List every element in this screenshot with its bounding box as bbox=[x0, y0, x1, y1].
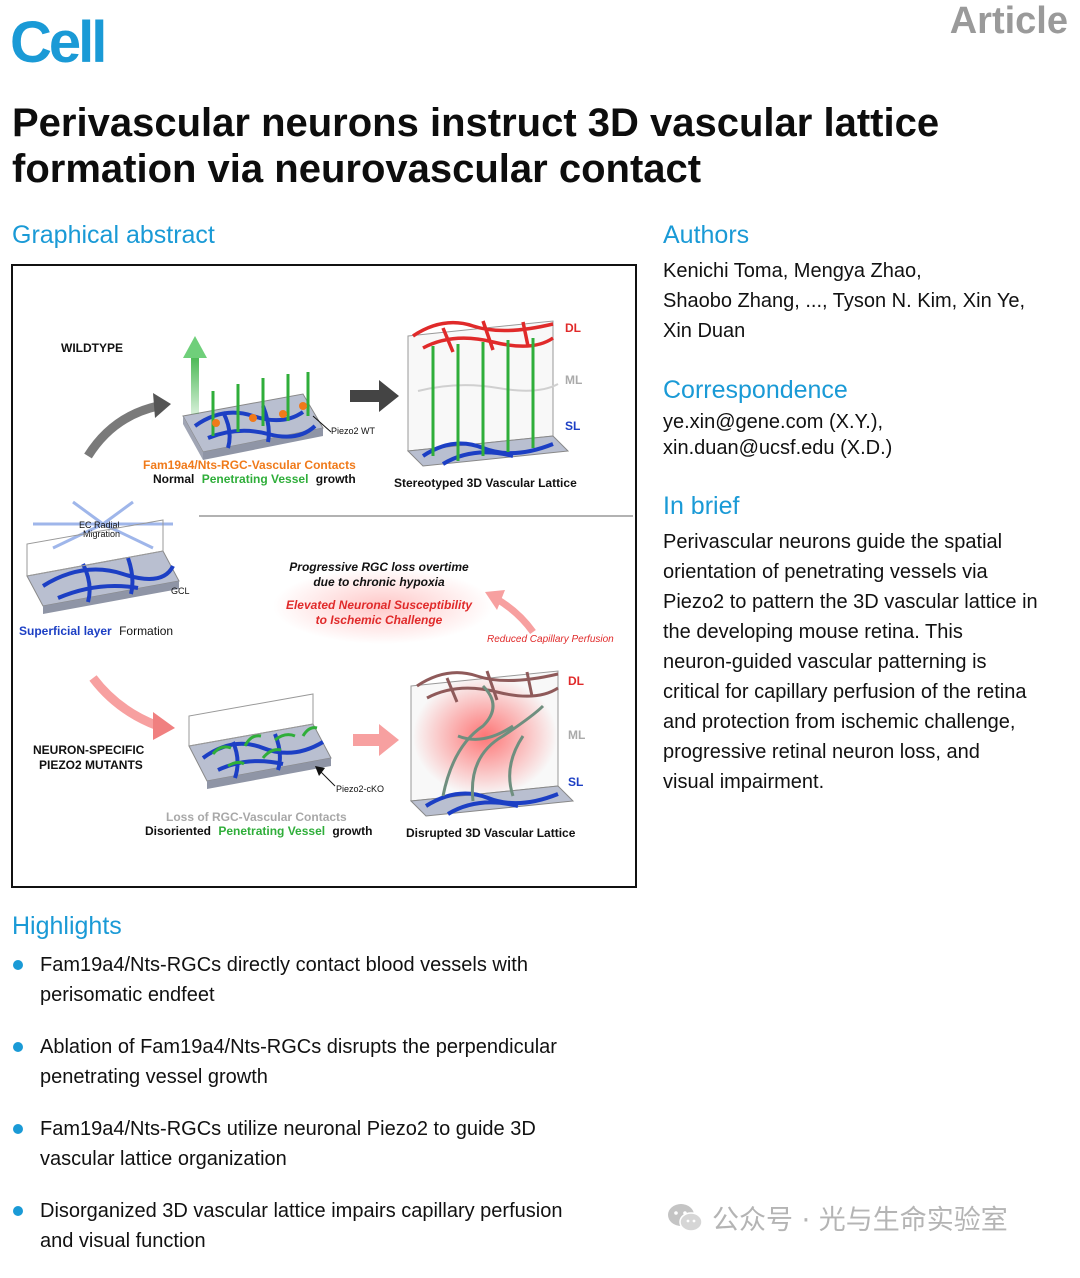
authors-line: Shaobo Zhang, ..., Tyson N. Kim, Xin Ye, bbox=[663, 290, 1026, 312]
authors-line: Xin Duan bbox=[663, 320, 746, 342]
highlight-item: Fam19a4/Nts-RGCs directly contact blood … bbox=[12, 950, 642, 1010]
piezo2-wt-label: Piezo2 WT bbox=[331, 426, 376, 436]
reduced-perfusion-label: Reduced Capillary Perfusion bbox=[487, 634, 614, 645]
bullet-icon bbox=[13, 1206, 23, 1216]
pink-curved-arrow bbox=[89, 675, 160, 731]
penetrating-vessel-label-bottom: Penetrating Vessel bbox=[218, 824, 325, 838]
mutant-label-line1: NEURON-SPECIFIC bbox=[33, 743, 145, 757]
in-brief-heading: In brief bbox=[663, 492, 740, 520]
sl-label-top: SL bbox=[565, 419, 580, 433]
reduced-perfusion-arrow bbox=[493, 594, 536, 635]
in-brief-line: progressive retinal neuron loss, and bbox=[663, 741, 980, 763]
mutant-result-arrow bbox=[353, 724, 399, 756]
migration-label: Migration bbox=[83, 529, 120, 539]
gray-curved-arrow bbox=[84, 401, 160, 459]
svg-text:Normal Penetrating Vesse: Normal Penetrating Vessel growth bbox=[153, 472, 356, 486]
progressive-loss-line1: Progressive RGC loss overtime bbox=[289, 560, 469, 574]
wildtype-lattice bbox=[406, 320, 570, 467]
bullet-icon bbox=[13, 1042, 23, 1052]
bullet-icon bbox=[13, 1124, 23, 1134]
normal-label: Normal bbox=[153, 472, 194, 486]
highlight-item: Ablation of Fam19a4/Nts-RGCs disrupts th… bbox=[12, 1032, 642, 1092]
in-brief-line: Perivascular neurons guide the spatial bbox=[663, 531, 1003, 553]
loss-contacts-label: Loss of RGC-Vascular Contacts bbox=[166, 810, 347, 824]
ml-label-bottom: ML bbox=[568, 728, 585, 742]
watermark-text: 公众号 · 光与生命实验室 bbox=[712, 1205, 1008, 1236]
disoriented-label: Disoriented bbox=[145, 824, 211, 838]
elevated-susceptibility-line2: to Ischemic Challenge bbox=[316, 613, 443, 627]
disrupted-label: Disrupted 3D Vascular Lattice bbox=[406, 826, 576, 840]
superficial-slab bbox=[26, 519, 180, 614]
wildtype-result-arrow bbox=[350, 380, 399, 412]
gcl-label: GCL bbox=[171, 586, 190, 596]
in-brief-line: and protection from ischemic challenge, bbox=[663, 711, 1016, 733]
wechat-watermark: 公众号 · 光与生命实验室 bbox=[666, 1198, 1008, 1237]
in-brief-line: the developing mouse retina. This bbox=[663, 621, 963, 643]
sl-label-bottom: SL bbox=[568, 775, 583, 789]
progressive-loss-line2: due to chronic hypoxia bbox=[313, 575, 445, 589]
in-brief-line: orientation of penetrating vessels via bbox=[663, 561, 988, 583]
superficial-layer-label: Superficial layer bbox=[19, 624, 112, 638]
wildtype-label: WILDTYPE bbox=[61, 341, 123, 355]
article-title: Perivascular neurons instruct 3D vascula… bbox=[12, 101, 940, 191]
bullet-icon bbox=[13, 960, 23, 970]
highlights-heading: Highlights bbox=[12, 912, 122, 940]
highlights-list: Fam19a4/Nts-RGCs directly contact blood … bbox=[12, 950, 642, 1278]
in-brief-line: neuron-guided vascular patterning is bbox=[663, 651, 987, 673]
mutant-label-line2: PIEZO2 MUTANTS bbox=[39, 758, 143, 772]
graphical-abstract-figure: WILDTYPE Piezo2 WT Fam19a4/Nts-RGC-Vascu… bbox=[11, 264, 637, 888]
authors-block: Kenichi Toma, Mengya Zhao, Shaobo Zhang,… bbox=[663, 256, 1078, 346]
elevated-susceptibility-line1: Elevated Neuronal Susceptibility bbox=[286, 598, 473, 612]
in-brief-text: Perivascular neurons guide the spatial o… bbox=[663, 527, 1078, 797]
mutant-slab bbox=[188, 693, 332, 789]
formation-label: Formation bbox=[119, 624, 173, 638]
wildtype-slab bbox=[182, 336, 324, 460]
correspondence-email[interactable]: ye.xin@gene.com (X.Y.), bbox=[663, 411, 884, 433]
mutant-lattice bbox=[409, 670, 575, 817]
highlight-item: Disorganized 3D vascular lattice impairs… bbox=[12, 1196, 642, 1256]
highlight-item: Fam19a4/Nts-RGCs utilize neuronal Piezo2… bbox=[12, 1114, 642, 1174]
svg-text:Disoriented Penetrating: Disoriented Penetrating Vessel growth bbox=[145, 824, 372, 838]
wechat-icon bbox=[668, 1203, 703, 1232]
dl-label-bottom: DL bbox=[568, 674, 584, 688]
gray-arrowhead bbox=[153, 393, 171, 418]
in-brief-line: Piezo2 to pattern the 3D vascular lattic… bbox=[663, 591, 1038, 613]
correspondence-block: ye.xin@gene.com (X.Y.), xin.duan@ucsf.ed… bbox=[663, 409, 892, 461]
in-brief-line: visual impairment. bbox=[663, 771, 825, 793]
graphical-abstract-heading: Graphical abstract bbox=[12, 221, 215, 249]
growth-label: growth bbox=[316, 472, 356, 486]
in-brief-line: critical for capillary perfusion of the … bbox=[663, 681, 1027, 703]
piezo2-cko-label: Piezo2-cKO bbox=[336, 784, 384, 794]
dl-label-top: DL bbox=[565, 321, 581, 335]
svg-text:Superficial layer Format: Superficial layer Formation bbox=[19, 624, 173, 638]
authors-line: Kenichi Toma, Mengya Zhao, bbox=[663, 260, 922, 282]
journal-logo: Cell bbox=[10, 10, 107, 75]
ml-label-top: ML bbox=[565, 373, 582, 387]
correspondence-email[interactable]: xin.duan@ucsf.edu (X.D.) bbox=[663, 437, 893, 459]
authors-heading: Authors bbox=[663, 221, 750, 249]
contacts-label: Fam19a4/Nts-RGC-Vascular Contacts bbox=[143, 458, 356, 472]
susceptibility-glow bbox=[273, 568, 493, 644]
penetrating-vessel-label: Penetrating Vessel bbox=[202, 472, 309, 486]
growth-label-bottom: growth bbox=[332, 824, 372, 838]
correspondence-heading: Correspondence bbox=[663, 376, 848, 404]
ec-radial-label: EC Radial bbox=[79, 520, 120, 530]
stereotyped-label: Stereotyped 3D Vascular Lattice bbox=[394, 476, 577, 490]
article-type-label: Article bbox=[949, 0, 1068, 42]
